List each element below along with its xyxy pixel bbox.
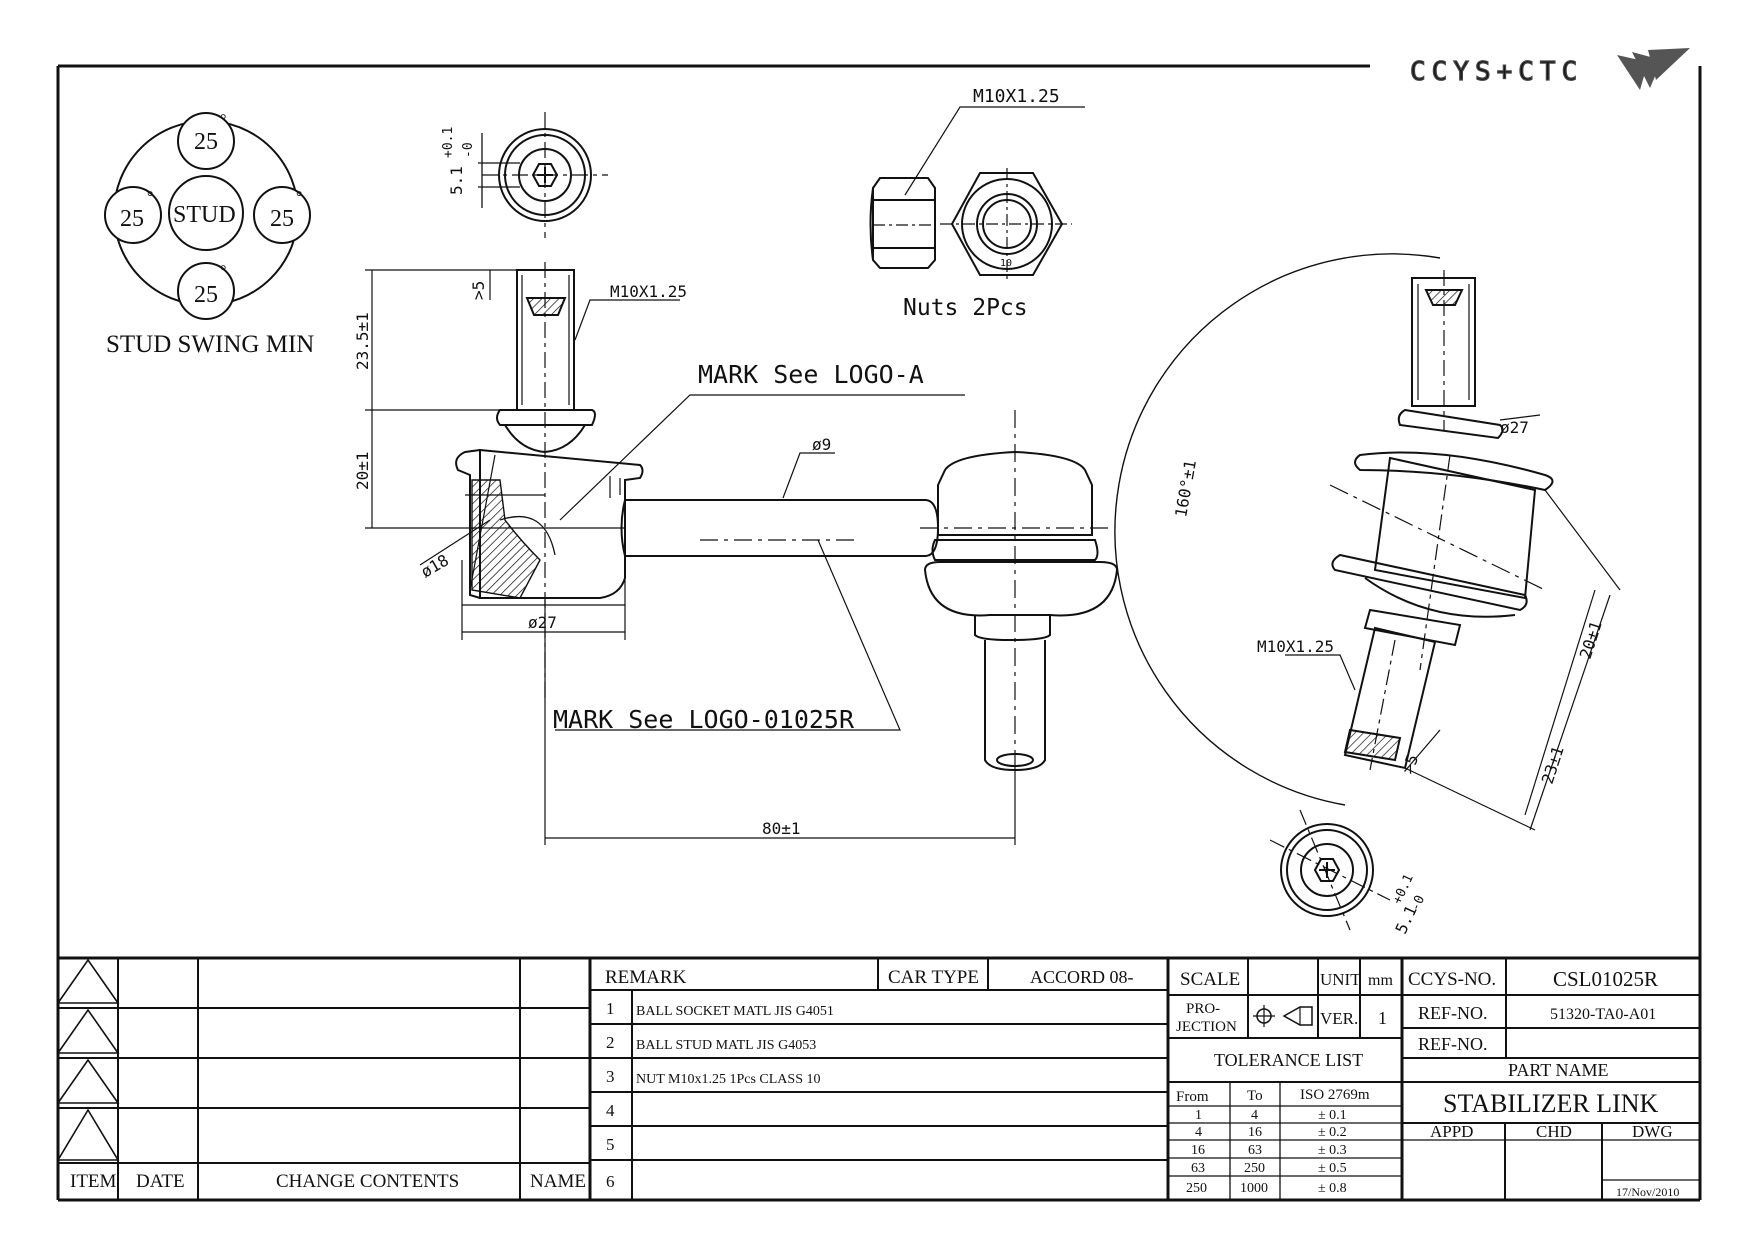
rev-header-change: CHANGE CONTENTS — [276, 1171, 459, 1192]
tol-from: 250 — [1186, 1181, 1207, 1196]
tol-header-std: ISO 2769m — [1300, 1087, 1370, 1103]
swing-title: STUD SWING MIN — [106, 331, 314, 358]
shaft-dia-label: ø9 — [812, 435, 831, 454]
swing-center-label: STUD — [173, 202, 236, 228]
side-view-labels: 5.1 +0.1 -0 >5 M10X1.25 23.5±1 20±1 ø18 … — [353, 127, 924, 838]
ref-no-value: 51320-TA0-A01 — [1550, 1006, 1656, 1023]
swing-bottom-value: 25 — [194, 282, 218, 308]
tol-header-from: From — [1176, 1089, 1209, 1105]
top-dim-lower: -0 — [461, 142, 476, 158]
remark-row-no: 2 — [606, 1033, 615, 1052]
angled-dim-23: 23±1 — [1538, 744, 1568, 787]
remark-row-no: 1 — [606, 999, 615, 1018]
tol-value: ± 0.3 — [1318, 1143, 1347, 1158]
nut-caption: Nuts 2Pcs — [903, 295, 1028, 321]
rev-header-item: ITEM — [70, 1171, 117, 1192]
brand-logo: CCYS+CTC — [1409, 48, 1690, 90]
brand-text: CCYS+CTC — [1410, 57, 1583, 87]
remark-row-no: 4 — [606, 1101, 615, 1120]
ver-label: VER. — [1320, 1009, 1358, 1028]
swing-left-degree: ° — [147, 189, 153, 206]
rev-header-date: DATE — [136, 1171, 185, 1192]
height-upper-label: 23.5±1 — [353, 312, 372, 370]
tol-to: 250 — [1244, 1161, 1265, 1176]
remark-row-no: 3 — [606, 1067, 615, 1086]
tol-from: 63 — [1191, 1161, 1205, 1176]
tol-value: ± 0.8 — [1318, 1181, 1347, 1196]
nut-thread-label: M10X1.25 — [973, 86, 1060, 107]
brand-wing-icon — [1617, 48, 1690, 90]
ref-no2-label: REF-NO. — [1418, 1034, 1488, 1054]
swing-bottom-degree: ° — [220, 263, 226, 280]
sheet-border — [56, 64, 1702, 1202]
top-dim-label: 5.1 — [447, 166, 466, 195]
top-dim-upper: +0.1 — [441, 127, 456, 158]
car-type-label: CAR TYPE — [888, 967, 979, 988]
ccys-no-value: CSL01025R — [1553, 967, 1658, 991]
mark-logo-part-label: MARK See LOGO-01025R — [553, 705, 855, 734]
dwg-label: DWG — [1632, 1122, 1673, 1141]
stud-thread-label: M10X1.25 — [610, 282, 687, 301]
appd-label: APPD — [1430, 1122, 1473, 1141]
remark-row-text: BALL STUD MATL JIS G4053 — [636, 1038, 816, 1053]
socket-dia-label: ø27 — [528, 613, 557, 632]
nut-drawing — [869, 106, 1085, 282]
tol-to: 16 — [1248, 1125, 1262, 1140]
angled-view-drawing — [1114, 253, 1621, 931]
remark-label: REMARK — [605, 967, 687, 988]
ref-no-label: REF-NO. — [1418, 1003, 1488, 1023]
part-name-label: PART NAME — [1508, 1060, 1608, 1080]
tol-value: ± 0.5 — [1318, 1161, 1347, 1176]
swing-right-value: 25 — [270, 206, 294, 232]
projection-label-2: JECTION — [1176, 1019, 1237, 1035]
height-lower-label: 20±1 — [353, 451, 372, 490]
swing-left-value: 25 — [120, 206, 144, 232]
bottom-table-text: ITEM DATE CHANGE CONTENTS NAME REMARK CA… — [70, 967, 1679, 1199]
angled-dia-label: ø27 — [1500, 418, 1529, 437]
unit-value: mm — [1368, 972, 1393, 989]
scale-label: SCALE — [1180, 969, 1240, 990]
tol-from: 4 — [1195, 1125, 1202, 1140]
part-name-value: STABILIZER LINK — [1443, 1089, 1658, 1118]
angled-dim-51-lower: -0 — [1408, 893, 1428, 914]
tol-from: 1 — [1195, 1108, 1202, 1123]
side-view-drawing — [365, 112, 1119, 845]
remark-row-no: 6 — [606, 1172, 615, 1191]
car-type-value: ACCORD 08- — [1030, 967, 1134, 987]
tol-from: 16 — [1191, 1143, 1205, 1158]
tol-header-to: To — [1247, 1088, 1263, 1104]
swing-top-value: 25 — [194, 129, 218, 155]
remark-row-no: 5 — [606, 1135, 615, 1154]
chd-label: CHD — [1536, 1122, 1572, 1141]
tol-to: 63 — [1248, 1143, 1262, 1158]
unit-label: UNIT — [1320, 970, 1361, 989]
mark-logo-a-label: MARK See LOGO-A — [698, 360, 924, 389]
remark-row-text: NUT M10x1.25 1Pcs CLASS 10 — [636, 1072, 821, 1087]
angled-dim-20: 20±1 — [1576, 619, 1606, 662]
nut-small-mark: 10 — [1000, 258, 1012, 269]
bottom-table-lines — [56, 956, 1700, 1200]
angled-thread-label: M10X1.25 — [1257, 637, 1334, 656]
swing-top-degree: ° — [220, 112, 226, 129]
angled-view-labels: 160°±1 ø27 M10X1.25 >5 20±1 23±1 5.1 +0.… — [1171, 418, 1605, 937]
projection-label-1: PRO- — [1186, 1001, 1220, 1017]
tol-value: ± 0.2 — [1318, 1125, 1347, 1140]
ver-value: 1 — [1378, 1008, 1387, 1028]
ccys-no-label: CCYS-NO. — [1408, 969, 1496, 990]
drawing-date: 17/Nov/2010 — [1616, 1185, 1679, 1199]
length-label: 80±1 — [762, 819, 801, 838]
stud-gt5-label: >5 — [469, 281, 488, 300]
angle-label: 160°±1 — [1171, 458, 1200, 518]
rev-header-name: NAME — [530, 1171, 586, 1192]
tol-to: 1000 — [1240, 1181, 1268, 1196]
tol-to: 4 — [1251, 1108, 1258, 1123]
tolerance-title: TOLERANCE LIST — [1214, 1050, 1363, 1070]
stud-swing-diagram: 25 25 25 25 ° ° ° ° STUD STUD SWING MIN — [104, 112, 314, 358]
nut-labels: M10X1.25 Nuts 2Pcs 10 — [903, 86, 1060, 321]
swing-right-degree: ° — [296, 189, 302, 206]
remark-row-text: BALL SOCKET MATL JIS G4051 — [636, 1004, 834, 1019]
ball-dia-label: ø18 — [418, 551, 453, 582]
tol-value: ± 0.1 — [1318, 1108, 1347, 1123]
